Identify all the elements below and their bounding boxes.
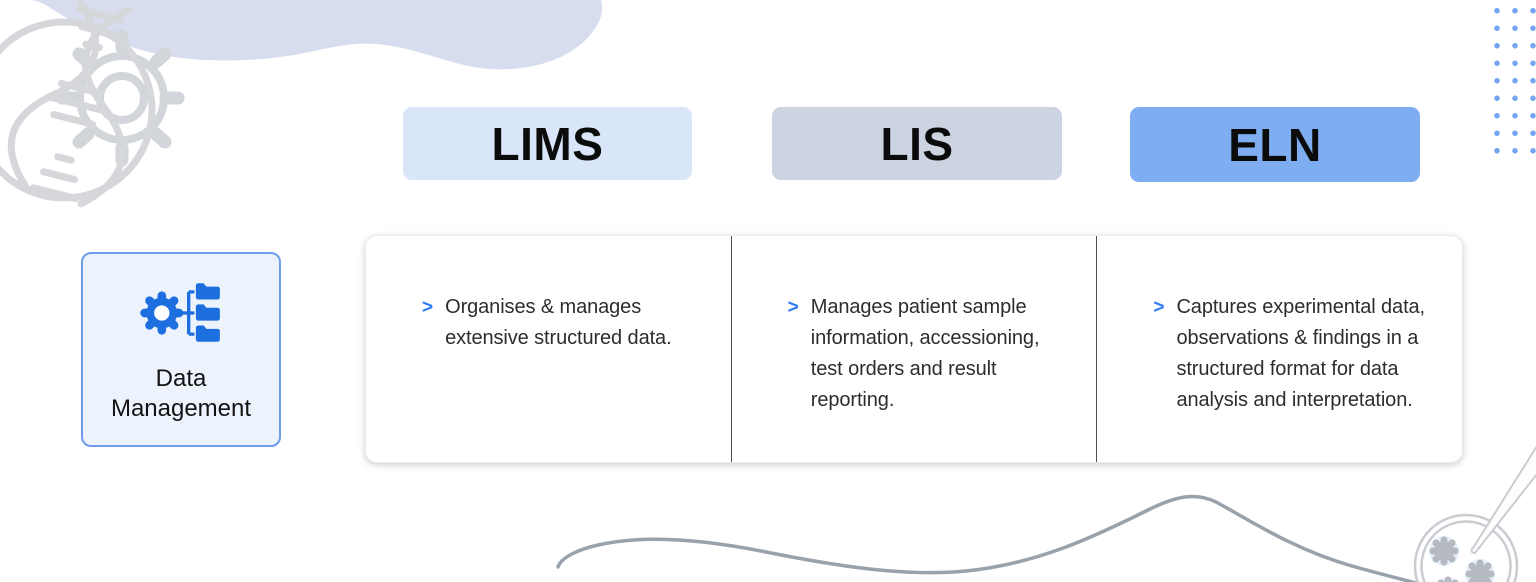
column-header-label: ELN	[1228, 118, 1322, 171]
dna-helix-icon	[7, 0, 133, 208]
gear-outline-icon	[55, 29, 185, 167]
specimen-star-icon	[1429, 536, 1459, 566]
category-card-data-management: Data Management	[81, 252, 281, 447]
comparison-cell-lims: > Organises & manages extensive structur…	[366, 236, 731, 462]
cell-text: Manages patient sample information, acce…	[810, 296, 1040, 411]
column-header-label: LIS	[880, 117, 954, 170]
comparison-cell-eln: > Captures experimental data, observatio…	[1096, 236, 1462, 462]
needle-icon	[1470, 445, 1536, 554]
blob-shape	[32, 0, 603, 70]
comparison-cell-lis: > Manages patient sample information, ac…	[730, 236, 1097, 462]
cell-text: Captures experimental data, observations…	[1176, 296, 1426, 411]
wave-line-decoration	[556, 494, 1420, 582]
chevron-bullet-icon: >	[787, 297, 799, 318]
specimen-star-icon	[1437, 576, 1459, 582]
data-management-icon	[140, 282, 220, 342]
column-header-lims: LIMS	[403, 107, 692, 180]
category-label: Data Management	[110, 364, 252, 422]
column-header-eln: ELN	[1130, 107, 1420, 182]
petri-dish-icon	[1413, 445, 1536, 582]
dot-grid-decoration	[1488, 2, 1536, 162]
column-header-label: LIMS	[491, 117, 604, 170]
column-header-lis: LIS	[772, 107, 1062, 180]
chevron-bullet-icon: >	[1153, 297, 1165, 318]
specimen-star-icon	[1465, 559, 1495, 582]
comparison-card: > Organises & manages extensive structur…	[365, 235, 1463, 463]
circle-outline	[0, 18, 156, 202]
cell-text: Organises & manages extensive structured…	[445, 296, 672, 349]
chevron-bullet-icon: >	[422, 297, 434, 318]
